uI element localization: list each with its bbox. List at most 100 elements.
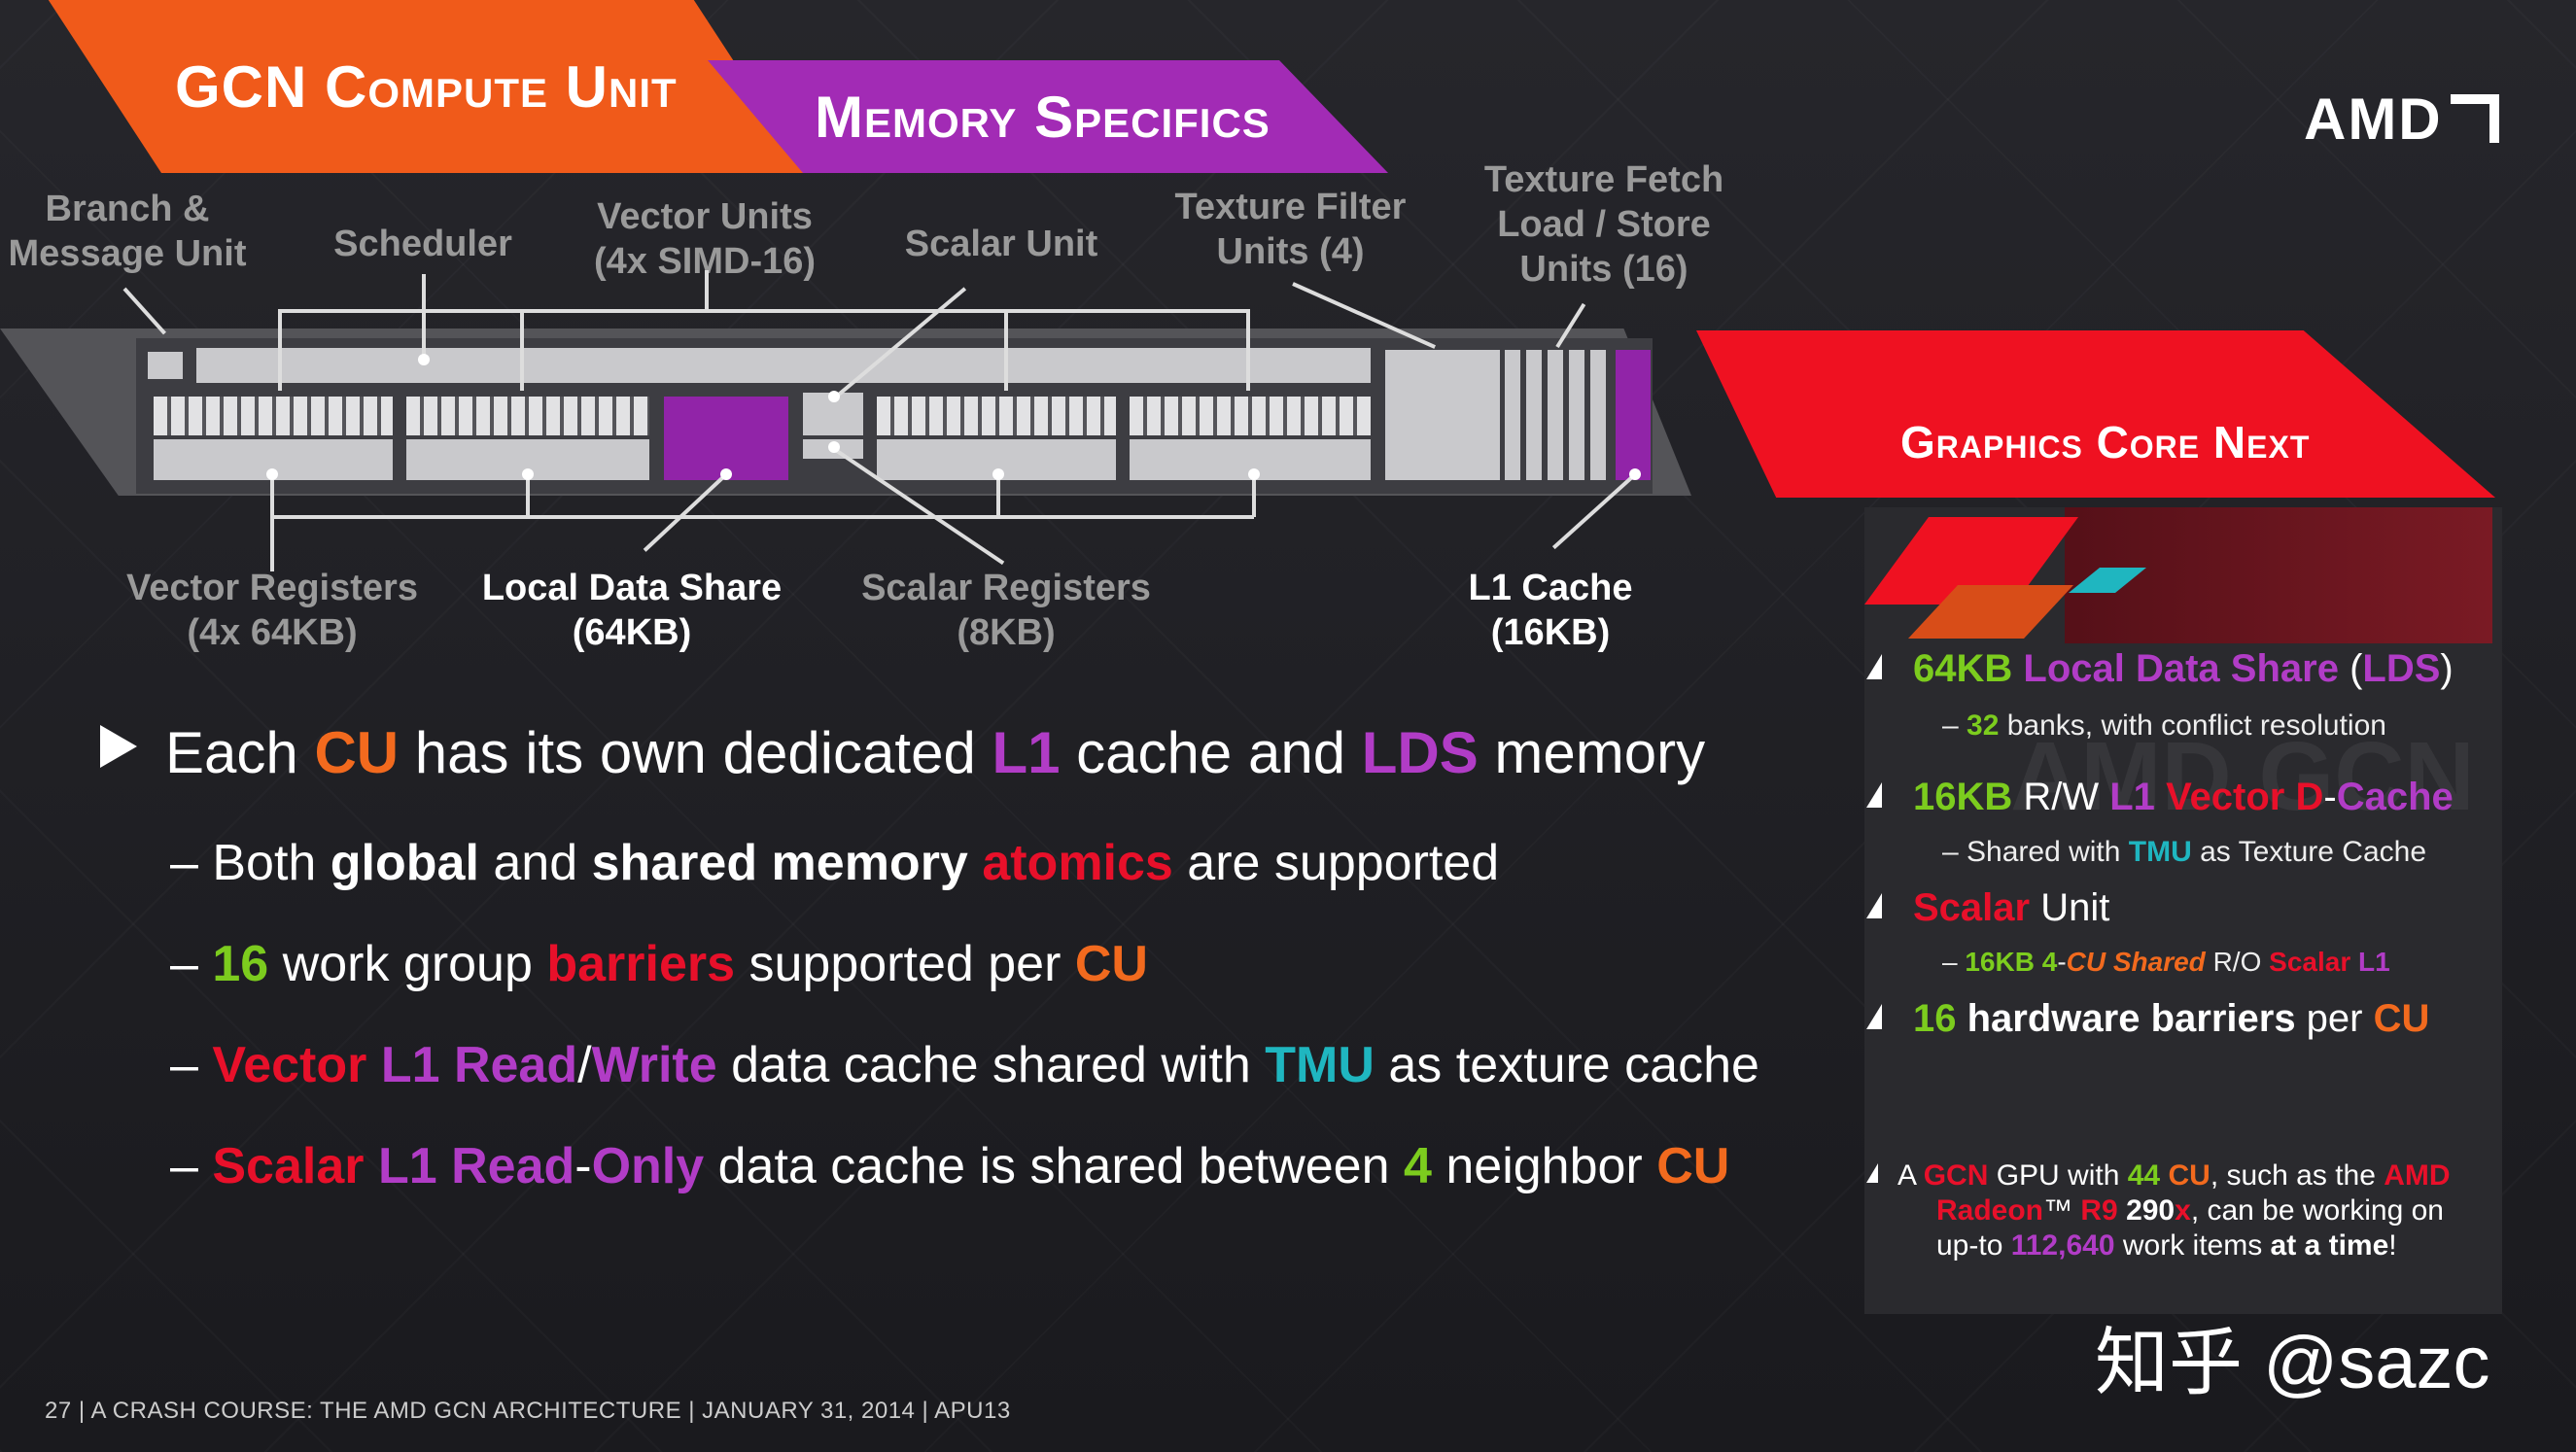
text-cu: CU — [1656, 1138, 1730, 1194]
connector-dot — [992, 468, 1004, 480]
text: – — [1942, 947, 1966, 977]
text-shared-memory: shared memory — [591, 835, 968, 891]
connector — [1246, 309, 1250, 391]
text-global: global — [330, 835, 479, 891]
text: Each — [165, 720, 315, 785]
text: AMD — [2384, 1159, 2451, 1192]
text: TMU — [2128, 836, 2192, 868]
text: LDS — [2362, 647, 2441, 690]
label-local-data-share: Local Data Share (64KB) — [481, 568, 783, 653]
text: are supported — [1172, 835, 1500, 891]
text: - — [574, 1138, 592, 1194]
text: neighbor — [1431, 1138, 1657, 1194]
text: R/W — [2012, 776, 2110, 818]
text: ) — [2440, 647, 2454, 690]
text: CU — [2373, 997, 2430, 1040]
text: supported per — [735, 936, 1075, 992]
text-cu: CU — [314, 720, 400, 785]
text: and — [478, 835, 592, 891]
panel-item-barriers: 16 hardware barriers per CU — [1866, 997, 2429, 1041]
simd2-block — [877, 397, 1116, 435]
bullet-triangle-icon — [1866, 1004, 1882, 1029]
tex-fetch-4 — [1569, 350, 1584, 480]
text: , such as the — [2210, 1159, 2385, 1192]
banner-title-left: GCN Compute Unit — [175, 53, 678, 120]
vector-registers-bracket — [270, 515, 1254, 519]
text: x — [2175, 1194, 2191, 1227]
connector-dot — [828, 441, 840, 453]
label-scalar-unit: Scalar Unit — [904, 224, 1098, 264]
text-atomics: atomics — [982, 835, 1173, 891]
bullet-barriers: – 16 work group barriers supported per C… — [170, 935, 1148, 993]
text: – — [170, 1138, 213, 1194]
work-items-line-2: Radeon™ R9 290x, can be working on — [1866, 1193, 2451, 1228]
text — [2155, 776, 2166, 818]
text: L1 — [2358, 947, 2390, 977]
connector — [705, 270, 709, 309]
text: has its own dedicated — [399, 720, 992, 785]
text: GCN — [1923, 1159, 1989, 1192]
text: - — [2057, 947, 2067, 977]
text: as texture cache — [1374, 1037, 1759, 1093]
text-barriers: barriers — [546, 936, 736, 992]
text: per — [2295, 997, 2374, 1040]
gcn-title: Graphics Core Next — [1900, 417, 2311, 467]
text: memory — [1478, 720, 1706, 785]
panel-item-lds: 64KB Local Data Share (LDS) — [1866, 647, 2454, 691]
text-vector: Vector — [212, 1037, 367, 1093]
text: Scalar — [1913, 886, 2031, 929]
text: ™ — [2043, 1194, 2081, 1227]
bullet-triangle-icon — [1866, 893, 1882, 918]
text-only: Only — [591, 1138, 705, 1194]
bullet-triangle-icon — [1866, 654, 1882, 679]
text: Scalar — [2269, 947, 2351, 977]
text: 64KB — [1913, 647, 2013, 690]
text: L1 — [2109, 776, 2155, 818]
text — [366, 1037, 380, 1093]
text-lds: LDS — [1361, 720, 1479, 785]
text — [2118, 1194, 2126, 1227]
text-cu: CU — [1074, 936, 1148, 992]
label-branch-message-unit: Branch & Message Unit — [8, 189, 247, 274]
zhihu-watermark: 知乎 @sazc — [2095, 1322, 2490, 1404]
panel-sub-scalar-l1: – 16KB 4-CU Shared R/O Scalar L1 — [1866, 947, 2390, 978]
scheduler-connector — [422, 274, 426, 358]
text: A — [1897, 1159, 1924, 1192]
text-read: Read — [451, 1138, 575, 1194]
bullet-atomics: – Both global and shared memory atomics … — [170, 834, 1499, 892]
text — [365, 1138, 378, 1194]
texture-filter-block — [1385, 350, 1500, 480]
text: cache and — [1060, 720, 1362, 785]
label-l1-cache: L1 Cache (16KB) — [1468, 568, 1633, 653]
text: Local Data Share — [2023, 647, 2339, 690]
text: data cache shared with — [716, 1037, 1266, 1093]
connector-dot — [522, 468, 534, 480]
text: / — [577, 1037, 592, 1093]
connector-dot — [828, 391, 840, 402]
connector-dot — [1629, 468, 1641, 480]
text: – — [1942, 709, 1967, 742]
bullet-main: Each CU has its own dedicated L1 cache a… — [97, 719, 1705, 786]
text: 112,640 — [2010, 1229, 2115, 1262]
bullet-triangle-icon — [100, 725, 137, 768]
text — [2035, 947, 2042, 977]
text: – — [170, 936, 213, 992]
work-items-line-1: A GCN GPU with 44 CU, such as the AMD — [1866, 1158, 2451, 1193]
text: 290 — [2126, 1194, 2176, 1227]
banner-title-right: Memory Specifics — [815, 84, 1271, 150]
text: 32 — [1967, 709, 2000, 742]
panel-sub-shared-tmu: – Shared with TMU as Texture Cache — [1866, 836, 2426, 869]
text: – Shared with — [1942, 836, 2129, 868]
amd-gcn-watermark: AMD GCN — [2010, 722, 2475, 831]
connector — [996, 474, 1000, 517]
l1-cache-block — [1616, 350, 1651, 480]
tex-fetch-2 — [1526, 350, 1542, 480]
text — [968, 835, 982, 891]
vector-units-bracket — [278, 309, 1248, 313]
text: 16 — [1913, 997, 1957, 1040]
amd-arrow-icon — [2450, 94, 2499, 143]
text: , can be working on — [2190, 1194, 2444, 1227]
text-16: 16 — [212, 936, 269, 992]
label-scalar-registers: Scalar Registers (8KB) — [861, 568, 1151, 653]
amd-logo-text: AMD — [2304, 86, 2443, 152]
